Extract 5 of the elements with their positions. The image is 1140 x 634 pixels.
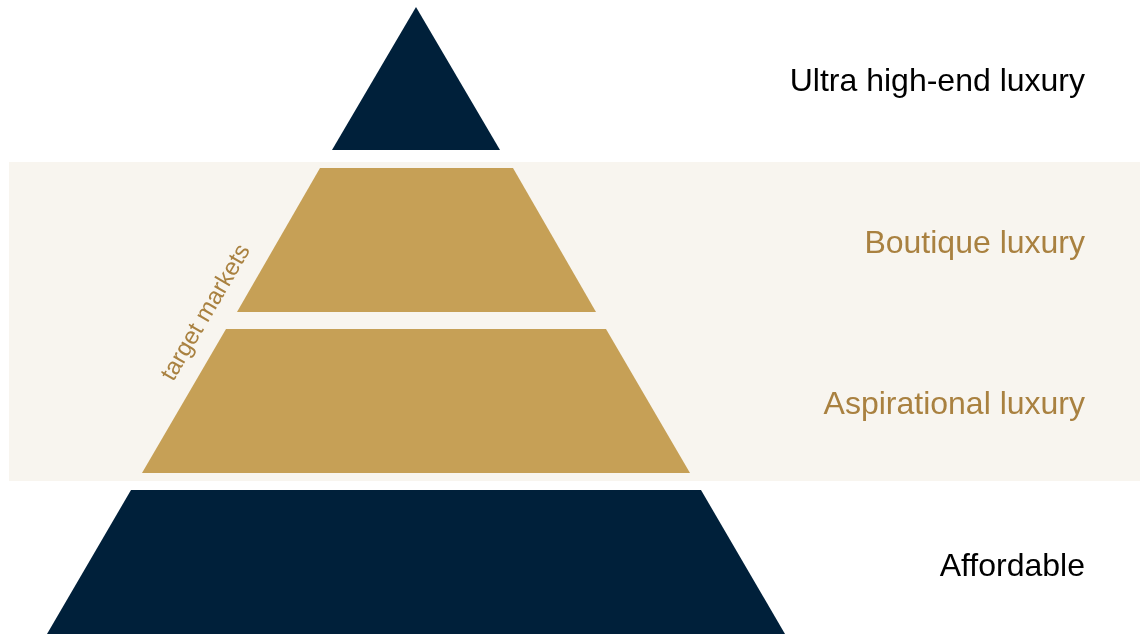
tier-label: Ultra high-end luxury	[789, 61, 1085, 100]
tier-label: Boutique luxury	[864, 223, 1085, 262]
tier-label: Aspirational luxury	[823, 384, 1085, 423]
tier-label: Affordable	[939, 546, 1085, 585]
highlight-band	[9, 162, 1140, 481]
